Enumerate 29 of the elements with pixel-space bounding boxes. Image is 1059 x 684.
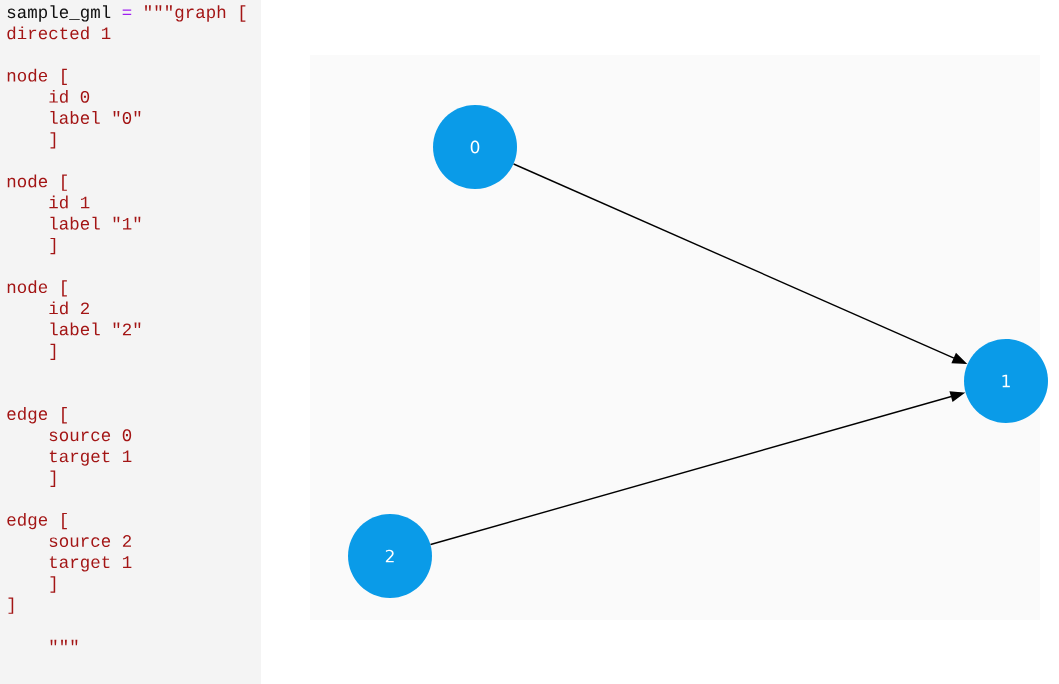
code-text: source 2: [49, 535, 131, 547]
code-text: ]: [50, 132, 56, 149]
graph-node: 1: [964, 339, 1048, 423]
code-text: ]: [8, 597, 14, 614]
graph-node: 0: [433, 105, 517, 189]
code-text: node [: [7, 280, 67, 297]
code-text: target 1: [49, 450, 132, 466]
code-text: ]: [50, 343, 56, 361]
code-text: """: [50, 639, 78, 646]
code-text: id 0: [49, 89, 90, 103]
code-text: node [: [7, 68, 67, 86]
code-text: id 1: [49, 195, 90, 209]
code-text: id 2: [49, 301, 89, 315]
code-text: ]: [50, 237, 56, 255]
code-text: source 0: [49, 429, 132, 442]
code-text: label "2": [50, 322, 141, 336]
code-text: label "1": [50, 216, 141, 230]
code-text: directed 1: [7, 26, 111, 40]
code-text: node [: [7, 174, 67, 191]
graph-node: 2: [348, 514, 432, 598]
code-text: label "0": [50, 111, 141, 124]
code-text: ]: [50, 470, 56, 487]
code-text: edge [: [7, 407, 67, 424]
code-text: edge [: [7, 512, 67, 530]
code-text: sample_gml: [7, 5, 111, 22]
code-text: =: [122, 9, 132, 16]
code-text: target 1: [49, 556, 132, 572]
code-text: ]: [50, 576, 56, 593]
code-text: """graph [: [145, 5, 246, 22]
